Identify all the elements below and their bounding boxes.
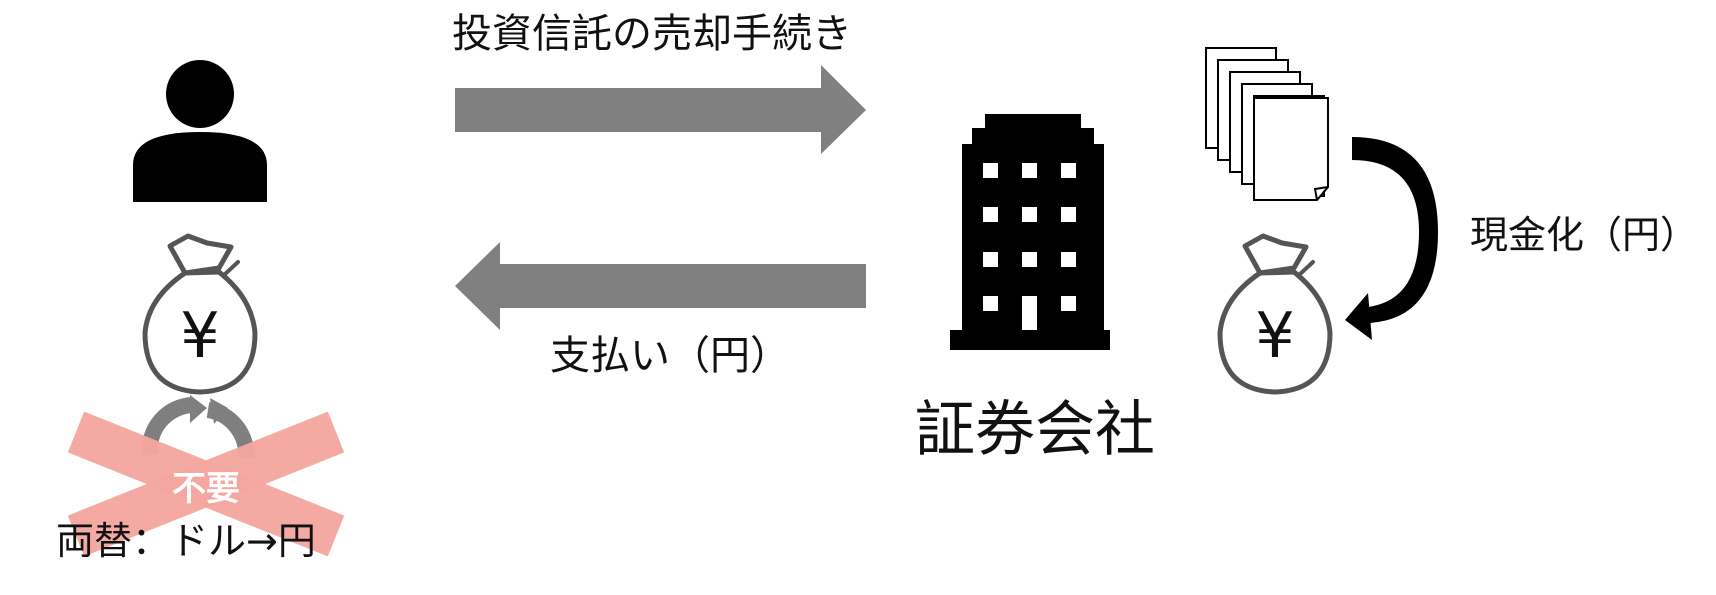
money-bag-icon: ¥: [142, 233, 258, 395]
curved-arrow-icon: [1345, 137, 1438, 340]
building-icon: [950, 114, 1110, 350]
yen-sign: ¥: [180, 299, 219, 372]
sell-arrow: [455, 65, 866, 154]
documents-icon: [1205, 47, 1329, 201]
sell-procedure-label: 投資信託の売却手続き: [452, 11, 852, 57]
yen-sign: ¥: [1255, 299, 1294, 372]
person-icon: [133, 60, 267, 202]
securities-company-label: 証券会社: [915, 395, 1155, 465]
cash-conversion-label: 現金化（円）: [1470, 213, 1699, 257]
payment-label: 支払い（円）: [550, 333, 790, 379]
payment-arrow: [455, 242, 866, 330]
not-needed-label: 不要: [172, 469, 240, 509]
exchange-label: 両替：ドル→円: [56, 519, 316, 563]
money-bag-icon: ¥: [1217, 233, 1333, 395]
cross-mark-icon: 不要: [67, 411, 345, 557]
